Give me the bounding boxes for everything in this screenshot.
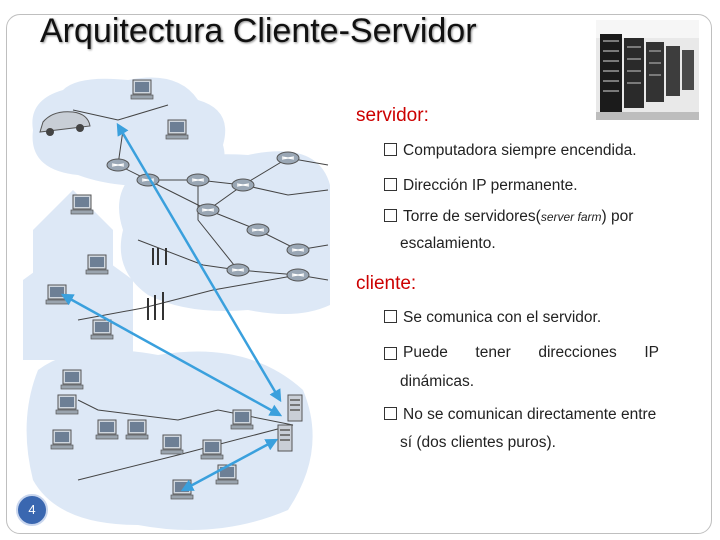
word: Puede bbox=[403, 344, 448, 361]
server-heading: servidor: bbox=[356, 105, 429, 126]
word: IP bbox=[644, 344, 659, 361]
server-bullet-3-continuation: escalamiento. bbox=[400, 235, 496, 252]
bullet-text: Dirección IP permanente. bbox=[403, 177, 578, 194]
server-bullet-1: Computadora siempre encendida. bbox=[384, 142, 637, 160]
server-farm-photo bbox=[596, 20, 699, 120]
server-farm-term: server farm bbox=[540, 210, 602, 224]
bullet-box-icon bbox=[384, 346, 397, 360]
bullet-text: Torre de servidores( bbox=[403, 208, 541, 225]
server-bullet-3: Torre de servidores(server farm) por bbox=[384, 208, 633, 226]
bullet-text: Computadora siempre encendida. bbox=[403, 142, 637, 159]
bullet-box-icon bbox=[384, 209, 397, 222]
page-number-badge: 4 bbox=[16, 494, 48, 526]
server-bullet-2: Dirección IP permanente. bbox=[384, 177, 578, 195]
bullet-box-icon bbox=[384, 310, 397, 323]
client-bullet-1: Se comunica con el servidor. bbox=[384, 309, 601, 327]
client-bullet-3-continuation: sí (dos clientes puros). bbox=[400, 434, 556, 451]
bullet-text: No se comunican directamente entre bbox=[403, 406, 657, 423]
slide-title: Arquitectura Cliente-Servidor bbox=[40, 12, 477, 50]
client-heading: cliente: bbox=[356, 273, 417, 294]
client-bullet-2: Puede tener direcciones IP bbox=[384, 344, 659, 362]
bullet-text: ) por bbox=[601, 208, 634, 225]
bullet-text: Se comunica con el servidor. bbox=[403, 309, 602, 326]
word: direcciones bbox=[538, 344, 617, 361]
client-bullet-3: No se comunican directamente entre bbox=[384, 406, 656, 424]
bullet-box-icon bbox=[384, 143, 397, 156]
client-bullet-2-continuation: dinámicas. bbox=[400, 373, 475, 390]
word: tener bbox=[475, 344, 511, 361]
slide-frame bbox=[6, 14, 712, 534]
network-diagram bbox=[23, 77, 330, 530]
bullet-box-icon bbox=[384, 407, 397, 420]
bullet-box-icon bbox=[384, 178, 397, 191]
client-bullet-2-line: Puede tener direcciones IP bbox=[403, 344, 659, 362]
